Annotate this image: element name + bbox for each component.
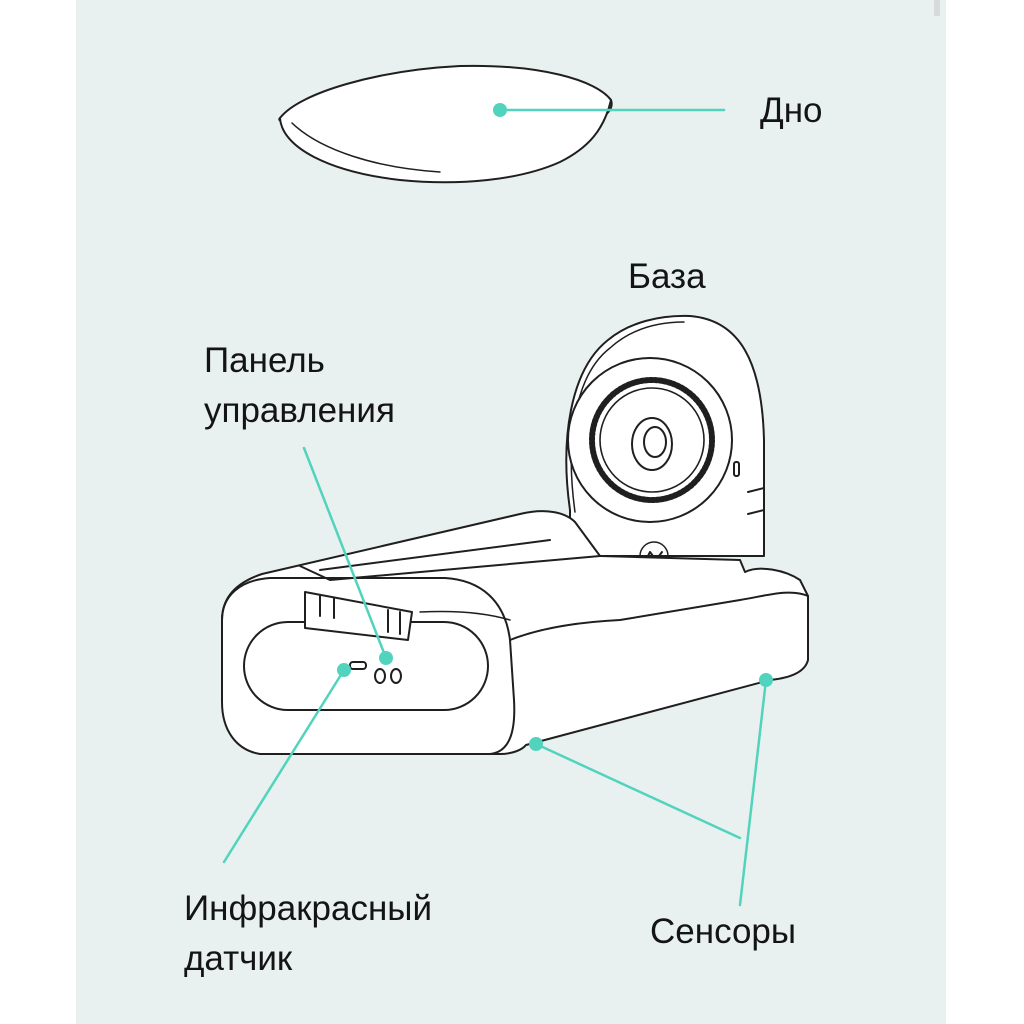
label-sensors: Сенсоры	[650, 907, 796, 957]
label-bottom: Дно	[760, 86, 823, 136]
callout-dot-sensor-front	[529, 737, 543, 751]
callout-dot-bottom	[493, 103, 507, 117]
base-disc-drawing	[565, 314, 765, 561]
label-ir-sensor-line2: датчик	[184, 939, 293, 978]
label-base-text: База	[628, 257, 706, 296]
label-ir-sensor: Инфракрасный датчик	[184, 884, 432, 984]
bottom-cover-drawing	[278, 64, 613, 184]
label-control-panel-line1: Панель	[204, 341, 325, 380]
label-base: База	[628, 252, 706, 302]
callout-line-ir-sensor	[222, 668, 346, 864]
label-ir-sensor-line1: Инфракрасный	[184, 889, 432, 928]
label-control-panel: Панель управления	[204, 336, 395, 436]
label-sensors-text: Сенсоры	[650, 912, 797, 951]
callout-line-sensor-front	[534, 742, 742, 840]
label-control-panel-line2: управления	[204, 391, 395, 430]
edge-strip	[934, 0, 940, 16]
callout-dot-sensor-side	[759, 673, 773, 687]
callout-line-control-panel	[302, 446, 388, 660]
callout-line-sensor-side	[738, 678, 768, 907]
callout-dot-ir-sensor	[337, 663, 351, 677]
callout-dot-control-panel	[379, 651, 393, 665]
label-bottom-text: Дно	[760, 91, 823, 130]
device-body-drawing	[221, 510, 809, 755]
